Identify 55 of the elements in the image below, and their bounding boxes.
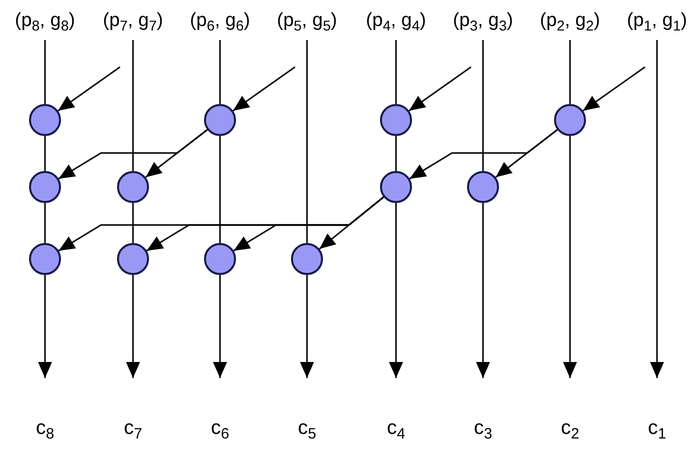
signal-line xyxy=(219,40,221,104)
operator-circle xyxy=(291,243,323,275)
output-label: c$_{7}$ xyxy=(124,418,142,442)
signal-line xyxy=(132,40,134,171)
arrow xyxy=(563,136,577,378)
input-label: (p$_{2}$, g$_{2}$) xyxy=(540,10,600,34)
input-label: (p$_{1}$, g$_{1}$) xyxy=(626,10,688,34)
input-label: (p$_{7}$, g$_{7}$) xyxy=(102,10,164,34)
signal-line xyxy=(132,203,134,243)
operator-circle xyxy=(204,243,236,275)
operator-circle xyxy=(467,171,499,203)
operator-circle xyxy=(554,104,586,136)
input-label: (p$_{4}$, g$_{4}$) xyxy=(366,10,426,34)
operator-circle xyxy=(380,171,412,203)
arrow xyxy=(408,66,472,112)
arrow xyxy=(58,66,120,112)
operator-circle xyxy=(29,104,61,136)
arrow xyxy=(38,275,52,378)
signal-line xyxy=(44,136,46,171)
input-label: (p$_{8}$, g$_{8}$) xyxy=(14,10,76,34)
signal-line xyxy=(482,40,484,171)
arrow xyxy=(58,196,384,252)
signal-line xyxy=(395,40,397,104)
output-label: c$_{6}$ xyxy=(210,418,230,442)
arrow xyxy=(389,203,403,378)
signal-line xyxy=(44,40,46,104)
signal-line xyxy=(569,40,571,104)
operator-circle xyxy=(117,243,149,275)
signal-line xyxy=(306,40,308,243)
operator-circle xyxy=(380,104,412,136)
input-label: (p$_{5}$, g$_{5}$) xyxy=(276,10,338,34)
arrow xyxy=(213,275,227,378)
output-label: c$_{8}$ xyxy=(36,418,54,442)
input-label: (p$_{6}$, g$_{6}$) xyxy=(190,10,250,34)
output-label: c$_{4}$ xyxy=(386,418,406,442)
arrow xyxy=(58,129,208,180)
operator-circle xyxy=(204,104,236,136)
output-label: c$_{3}$ xyxy=(474,418,492,442)
arrow xyxy=(300,275,314,378)
signal-line xyxy=(219,136,221,243)
output-label: c$_{5}$ xyxy=(298,418,316,442)
arrow xyxy=(232,66,296,112)
arrow xyxy=(476,203,490,378)
signal-line xyxy=(395,136,397,171)
arrow xyxy=(582,66,646,112)
arrow xyxy=(650,40,664,378)
output-label: c$_{2}$ xyxy=(560,418,580,442)
operator-circle xyxy=(117,171,149,203)
output-label: c$_{1}$ xyxy=(648,418,666,442)
signal-line xyxy=(44,203,46,243)
operator-circle xyxy=(29,243,61,275)
input-label: (p$_{3}$, g$_{3}$) xyxy=(452,10,514,34)
arrow xyxy=(409,129,558,180)
arrow xyxy=(126,275,140,378)
operator-circle xyxy=(29,171,61,203)
